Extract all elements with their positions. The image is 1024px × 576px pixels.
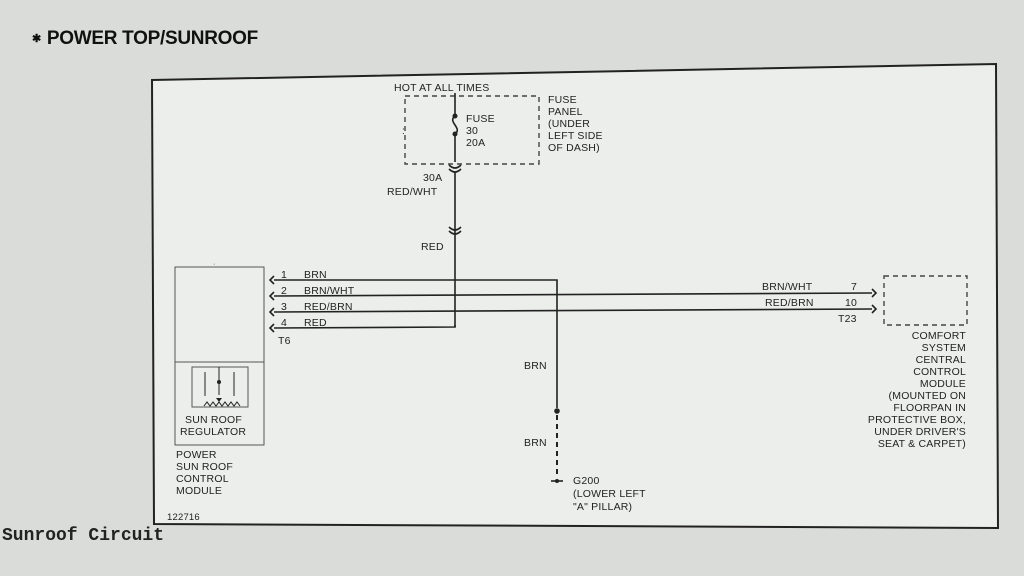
ground-wire-top-label: BRN [524, 360, 547, 372]
pin-number: 1 [281, 269, 287, 281]
pin-number: 4 [281, 317, 287, 329]
comfort-module-line: FLOORPAN IN [893, 402, 966, 414]
feed-wire-bottom-label: RED [421, 241, 444, 253]
module-connector-label: T6 [278, 335, 291, 347]
fuse-panel-line: PANEL [548, 106, 583, 118]
fuse-label: FUSE 30 20A [466, 113, 495, 149]
fuse-panel-side-mark: : [402, 126, 405, 137]
fuse-panel-line: OF DASH) [548, 142, 600, 154]
pin-wire-color: RED/BRN [765, 297, 814, 309]
fuse-panel-line: FUSE [548, 94, 577, 106]
module-pin-4: 4 RED [281, 317, 327, 329]
fuse-panel-line: (UNDER [548, 118, 590, 130]
diagram-caption: Sunroof Circuit [2, 526, 165, 546]
comfort-module-box [883, 275, 968, 326]
pin-number: 3 [281, 301, 287, 313]
comfort-module-line: SYSTEM [922, 342, 966, 354]
connector-rating-label: 30A [423, 172, 442, 184]
fuse-line: FUSE [466, 113, 495, 125]
comfort-module-line: MODULE [920, 378, 966, 390]
pin-number: 10 [845, 297, 857, 309]
page-title: ✱ POWER TOP/SUNROOF [32, 28, 258, 50]
fuse-line: 30 [466, 125, 478, 137]
module-pin-3: 3 RED/BRN [281, 301, 353, 313]
pin-wire-color: BRN/WHT [762, 281, 813, 293]
comfort-module-line: CONTROL [913, 366, 966, 378]
pin-wire-color: BRN/WHT [304, 285, 355, 297]
ground-splice-icon [554, 408, 560, 414]
pin-wire-color: RED [304, 317, 327, 329]
power-module-mark: · [213, 261, 216, 268]
fuse-line: 20A [466, 137, 485, 149]
comfort-module-label: COMFORT SYSTEM CENTRAL CONTROL MODULE (M… [868, 330, 966, 450]
pin-number: 7 [851, 281, 857, 293]
comfort-module-line: SEAT & CARPET) [878, 438, 966, 450]
page-title-text: POWER TOP/SUNROOF [46, 28, 258, 49]
inline-connector-icon [448, 226, 462, 235]
ground-wire-bottom-label: BRN [524, 437, 547, 449]
wire-brn-wht [273, 292, 873, 297]
wire-brn [274, 279, 558, 408]
pin-number: 2 [281, 285, 287, 297]
ground-line: "A" PILLAR) [573, 501, 632, 513]
bullet-icon: ✱ [32, 33, 41, 46]
wire-red-brn [273, 308, 873, 313]
regulator-icon [191, 366, 249, 408]
comfort-module-line: (MOUNTED ON [889, 390, 966, 402]
diagram-frame [150, 62, 1000, 530]
feed-wire-top-label: RED/WHT [387, 186, 438, 198]
module-pin-terminals [268, 275, 275, 333]
pin-wire-color: RED/BRN [304, 301, 353, 313]
wire-red [273, 325, 456, 329]
comfort-module-line: CENTRAL [916, 354, 966, 366]
power-module-label: POWER SUN ROOF CONTROL MODULE [176, 449, 233, 497]
fuse-panel-label: FUSE PANEL (UNDER LEFT SIDE OF DASH) [548, 94, 603, 154]
comfort-pin-7: BRN/WHT 7 [762, 281, 857, 293]
power-module-line: POWER [176, 449, 217, 461]
power-module-line: CONTROL [176, 473, 229, 485]
comfort-module-line: PROTECTIVE BOX, [868, 414, 966, 426]
comfort-pin-10: RED/BRN 10 [765, 297, 857, 309]
regulator-line: SUN ROOF [185, 414, 242, 426]
figure-number: 122716 [167, 512, 200, 523]
power-source-label: HOT AT ALL TIMES [394, 82, 489, 94]
power-module-line: MODULE [176, 485, 222, 497]
module-pin-2: 2 BRN/WHT [281, 285, 355, 297]
fuse-icon [451, 93, 459, 162]
regulator-label: SUN ROOF REGULATOR [180, 414, 246, 438]
power-module-line: SUN ROOF [176, 461, 233, 473]
ground-line: (LOWER LEFT [573, 488, 646, 500]
power-module-box [174, 266, 265, 446]
pin-wire-color: BRN [304, 269, 327, 281]
comfort-connector-label: T23 [838, 313, 857, 325]
comfort-module-line: UNDER DRIVER'S [874, 426, 966, 438]
ground-label: G200 (LOWER LEFT "A" PILLAR) [573, 475, 646, 513]
ground-icon [551, 479, 563, 483]
fuse-panel-box [404, 95, 540, 165]
fuse-panel-line: LEFT SIDE [548, 130, 603, 142]
regulator-line: REGULATOR [180, 426, 246, 438]
comfort-pin-terminals [871, 288, 878, 314]
ground-line: G200 [573, 475, 600, 487]
module-pin-1: 1 BRN [281, 269, 327, 281]
comfort-module-line: COMFORT [912, 330, 967, 342]
